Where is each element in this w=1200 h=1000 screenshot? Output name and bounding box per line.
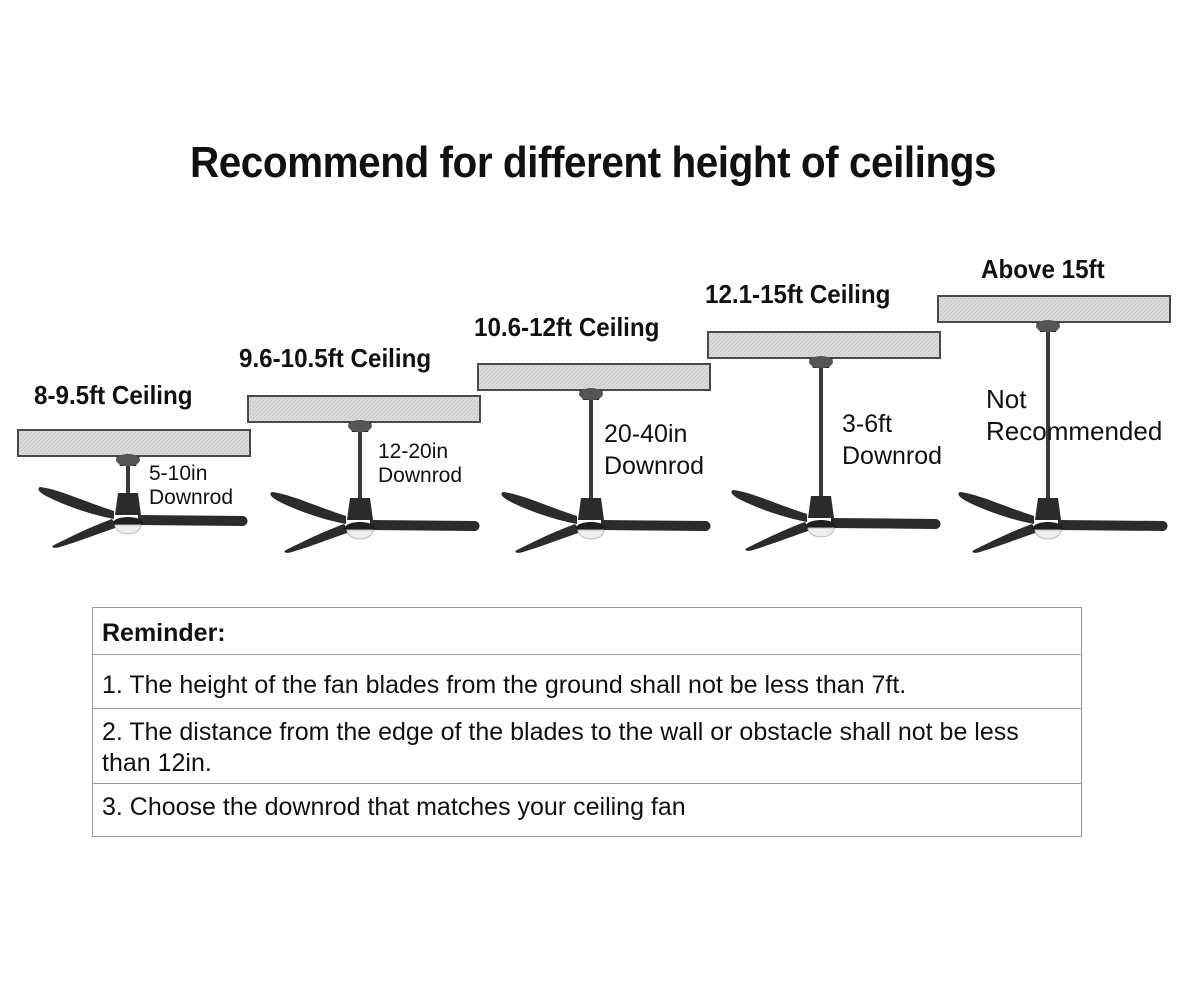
reminder-item-2: 2. The distance from the edge of the bla… bbox=[93, 709, 1081, 784]
fan-unit-1 bbox=[17, 429, 251, 548]
fan-blade bbox=[831, 518, 941, 529]
fan-blade bbox=[38, 487, 114, 519]
fan-unit-3 bbox=[477, 363, 711, 553]
ceiling-label-4: 12.1-15ft Ceiling bbox=[705, 279, 891, 309]
downrod-size: 5-10in bbox=[149, 462, 208, 485]
ceiling-label-1: 8-9.5ft Ceiling bbox=[34, 380, 193, 410]
fan-blade bbox=[284, 524, 350, 553]
motor-housing bbox=[115, 493, 141, 515]
light-globe bbox=[114, 524, 142, 535]
ceiling-panel bbox=[247, 395, 481, 423]
light-globe bbox=[346, 529, 374, 540]
fan-blade bbox=[138, 515, 248, 526]
motor-housing bbox=[1035, 498, 1061, 520]
ceiling-height-diagram: Recommend for different height of ceilin… bbox=[17, 138, 1171, 553]
canopy-cap bbox=[809, 356, 833, 368]
fan-blade bbox=[515, 524, 581, 553]
reminder-item-3: 3. Choose the downrod that matches your … bbox=[102, 793, 686, 821]
fan-blade bbox=[972, 524, 1038, 553]
downrod bbox=[589, 400, 593, 500]
not-recommended-note: Not Recommended bbox=[986, 383, 1162, 447]
ceiling-panel bbox=[17, 429, 251, 457]
downrod-size: 12-20in bbox=[378, 440, 449, 463]
fan-blade bbox=[52, 519, 118, 548]
downrod-label-1: 5-10in Downrod bbox=[149, 462, 233, 510]
fan-blade bbox=[731, 490, 807, 522]
canopy-cap bbox=[1036, 320, 1060, 332]
canopy-cap bbox=[116, 454, 140, 466]
fan-blade bbox=[601, 520, 711, 531]
reminder-table: Reminder: 1. The height of the fan blade… bbox=[92, 607, 1082, 837]
ceiling-panel bbox=[937, 295, 1171, 323]
light-globe bbox=[1034, 529, 1062, 540]
fan-blade bbox=[1058, 520, 1168, 531]
fan-blade bbox=[501, 492, 577, 524]
downrod-word: Downrod bbox=[378, 464, 463, 487]
motor-housing bbox=[578, 498, 604, 520]
fan-unit-4 bbox=[707, 331, 941, 551]
canopy-cap bbox=[348, 420, 372, 432]
downrod-size: 3-6ft bbox=[842, 410, 893, 438]
downrod-word: Downrod bbox=[149, 486, 234, 509]
ceiling-label-2: 9.6-10.5ft Ceiling bbox=[239, 343, 432, 373]
downrod-size: 20-40in bbox=[604, 420, 688, 448]
ceiling-panel bbox=[707, 331, 941, 359]
reminder-item-1: 1. The height of the fan blades from the… bbox=[93, 655, 1081, 709]
downrod bbox=[1046, 332, 1050, 500]
reminder-heading: Reminder: bbox=[93, 608, 1081, 655]
downrod bbox=[126, 466, 130, 495]
downrod-word: Downrod bbox=[604, 452, 705, 480]
note-line-2: Recommended bbox=[986, 416, 1163, 446]
downrod-label-4: 3-6ft Downrod bbox=[842, 408, 942, 472]
downrod bbox=[358, 432, 362, 500]
ceiling-label-3: 10.6-12ft Ceiling bbox=[474, 312, 660, 342]
fan-blade bbox=[370, 520, 480, 531]
fan-unit-2 bbox=[247, 395, 481, 553]
fan-blade bbox=[958, 492, 1034, 524]
motor-housing bbox=[808, 496, 834, 518]
fan-blade bbox=[745, 522, 811, 551]
light-globe bbox=[577, 529, 605, 540]
ceiling-panel bbox=[477, 363, 711, 391]
canopy-cap bbox=[579, 388, 603, 400]
motor-housing bbox=[347, 498, 373, 520]
fan-illustrations bbox=[17, 295, 1171, 553]
fan-blade bbox=[270, 492, 346, 524]
downrod-label-2: 12-20in Downrod bbox=[378, 440, 462, 488]
downrod-label-3: 20-40in Downrod bbox=[604, 418, 704, 482]
light-globe bbox=[807, 527, 835, 538]
note-line-1: Not bbox=[986, 384, 1027, 414]
ceiling-label-5: Above 15ft bbox=[981, 254, 1105, 284]
fan-unit-5 bbox=[937, 295, 1171, 553]
page-title: Recommend for different height of ceilin… bbox=[189, 138, 997, 187]
downrod-word: Downrod bbox=[842, 442, 943, 470]
downrod bbox=[819, 368, 823, 498]
